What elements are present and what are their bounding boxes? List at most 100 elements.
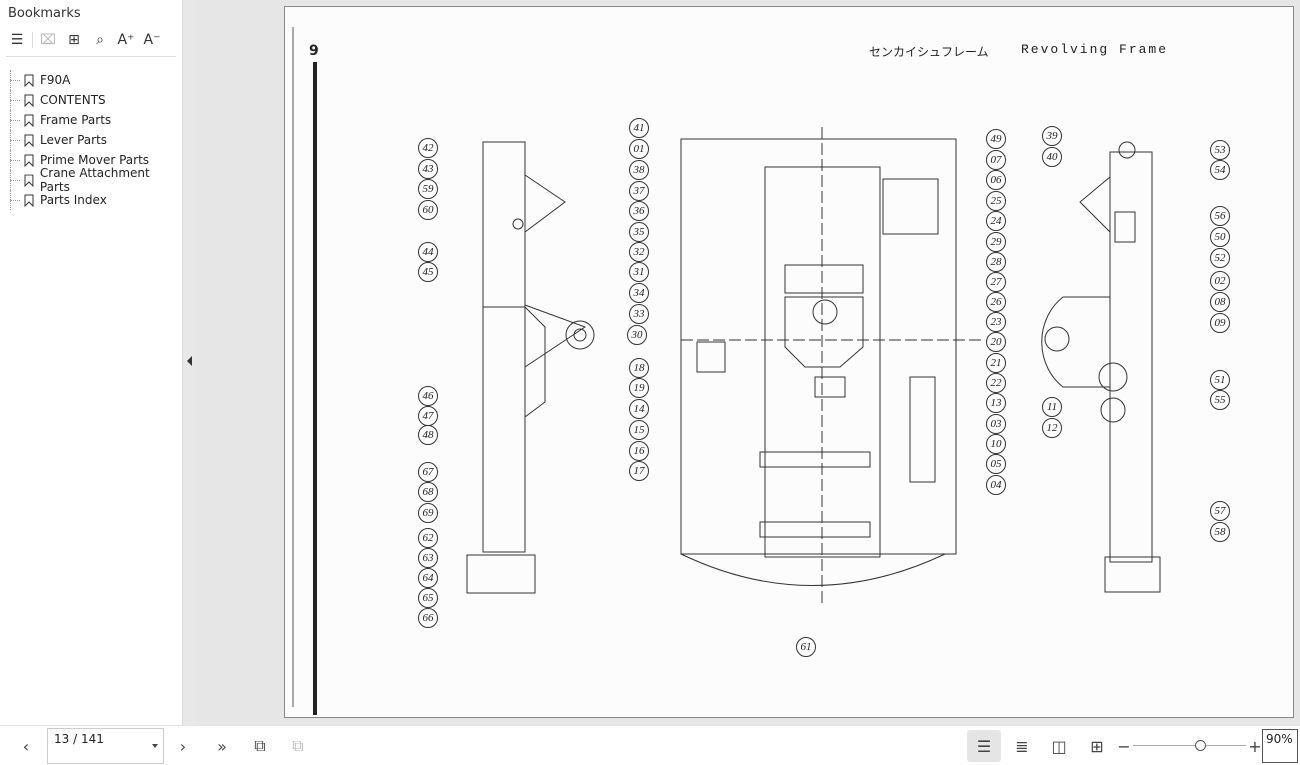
zoom-out-button[interactable]: −	[1117, 736, 1131, 756]
part-callout: 15	[629, 420, 649, 440]
delete-bookmark-icon[interactable]: ⌧	[39, 32, 57, 48]
part-callout: 59	[418, 179, 438, 199]
part-callout: 14	[629, 399, 649, 419]
part-callout: 51	[1210, 370, 1230, 390]
part-callout: 65	[418, 588, 438, 608]
page-number: 9	[309, 43, 319, 59]
part-callout: 27	[986, 272, 1006, 292]
bookmark-label: CONTENTS	[40, 93, 106, 107]
part-callout: 67	[418, 462, 438, 482]
part-callout: 44	[418, 242, 438, 262]
divider	[32, 32, 33, 48]
part-callout: 58	[1210, 522, 1230, 542]
part-callout: 68	[418, 482, 438, 502]
part-callout: 06	[986, 170, 1006, 190]
zoom-level-input[interactable]: 90%	[1262, 729, 1298, 763]
bookmark-icon	[24, 174, 34, 187]
extract-page-icon[interactable]: ⧉	[292, 736, 304, 755]
part-callout: 11	[1042, 397, 1062, 417]
options-icon[interactable]: ☰	[10, 32, 24, 48]
zoom-in-button[interactable]: +	[1248, 736, 1262, 756]
single-page-view-button[interactable]: ☰	[967, 730, 1001, 762]
bookmark-item[interactable]: CONTENTS	[8, 90, 182, 110]
divider	[6, 56, 176, 57]
bookmark-item[interactable]: Lever Parts	[8, 130, 182, 150]
bottom-toolbar: ‹ 13 / 141 › » ⧉ ⧉ ☰ ≣ ◫ ⊞ − + 90%	[0, 725, 1300, 765]
two-page-continuous-view-button[interactable]: ⊞	[1090, 736, 1104, 756]
page-title-english: Revolving Frame	[1021, 42, 1169, 57]
bookmark-label: Frame Parts	[40, 113, 112, 127]
part-callout: 19	[629, 378, 649, 398]
bookmark-label: F90A	[40, 73, 71, 87]
part-callout: 22	[986, 373, 1006, 393]
part-callout: 30	[627, 325, 647, 345]
bookmark-label: Parts Index	[40, 193, 107, 207]
bookmark-label: Prime Mover Parts	[40, 153, 150, 167]
bookmark-icon	[24, 94, 34, 107]
part-callout: 13	[986, 393, 1006, 413]
bookmark-item[interactable]: Prime Mover Parts	[8, 150, 182, 170]
bookmark-icon	[24, 154, 34, 167]
part-callout: 62	[418, 528, 438, 548]
next-page-button[interactable]: ›	[179, 736, 187, 756]
page-indicator: 13 / 141	[54, 732, 104, 746]
part-callout: 55	[1210, 390, 1230, 410]
part-callout: 66	[418, 608, 438, 628]
part-callout: 56	[1210, 206, 1230, 226]
zoom-slider-handle[interactable]	[1194, 740, 1206, 751]
part-callout: 17	[629, 461, 649, 481]
previous-page-button[interactable]: ‹	[22, 736, 30, 756]
part-callout: 45	[418, 262, 438, 282]
bookmark-item[interactable]: Parts Index	[8, 190, 182, 210]
chevron-down-icon[interactable]	[152, 744, 158, 748]
part-callout: 38	[629, 160, 649, 180]
part-callout: 50	[1210, 227, 1230, 247]
part-callout: 60	[418, 200, 438, 220]
part-callout: 02	[1210, 271, 1230, 291]
part-callout: 26	[986, 292, 1006, 312]
part-callout: 03	[986, 414, 1006, 434]
part-callout: 12	[1042, 418, 1062, 438]
bookmark-label: Lever Parts	[40, 133, 108, 147]
part-callout: 01	[629, 139, 649, 159]
part-callout: 04	[986, 475, 1006, 495]
decrease-text-size-icon[interactable]: A⁻	[143, 32, 161, 48]
part-callout: 42	[418, 138, 438, 158]
bookmark-item[interactable]: F90A	[8, 70, 182, 90]
part-callout: 69	[418, 503, 438, 523]
rotate-page-icon[interactable]: ⧉	[254, 736, 266, 755]
page-selector[interactable]: 13 / 141	[47, 728, 164, 764]
part-callout: 35	[629, 222, 649, 242]
page-title-japanese: センカイシュフレーム	[869, 45, 989, 59]
collapse-arrow-icon[interactable]	[187, 356, 192, 366]
continuous-view-button[interactable]: ≣	[1015, 736, 1029, 756]
part-callout: 31	[629, 262, 649, 282]
bookmark-item[interactable]: Frame Parts	[8, 110, 182, 130]
bookmark-label: Crane Attachment Parts	[39, 166, 150, 194]
bookmark-item[interactable]: Crane Attachment Parts	[8, 166, 182, 194]
zoom-slider[interactable]	[1133, 740, 1246, 751]
part-callout: 48	[418, 425, 438, 445]
last-page-button[interactable]: »	[217, 736, 227, 756]
part-callout: 37	[629, 181, 649, 201]
part-callout: 61	[796, 637, 816, 657]
two-page-view-button[interactable]: ◫	[1051, 736, 1067, 756]
part-callout: 34	[629, 283, 649, 303]
bookmark-icon	[24, 114, 34, 127]
part-callout: 08	[1210, 292, 1230, 312]
part-callout: 16	[629, 441, 649, 461]
panel-title: Bookmarks	[8, 6, 81, 21]
part-callout: 29	[986, 232, 1006, 252]
find-bookmark-icon[interactable]: ⌕	[96, 32, 104, 48]
part-callout: 23	[986, 312, 1006, 332]
add-bookmark-icon[interactable]: ⊞	[68, 32, 80, 48]
part-callout: 05	[986, 454, 1006, 474]
part-callout: 18	[629, 358, 649, 378]
part-callout: 28	[986, 252, 1006, 272]
panel-splitter[interactable]	[182, 0, 196, 725]
part-callout: 49	[986, 129, 1006, 149]
increase-text-size-icon[interactable]: A⁺	[117, 32, 135, 48]
part-callout: 09	[1210, 313, 1230, 333]
